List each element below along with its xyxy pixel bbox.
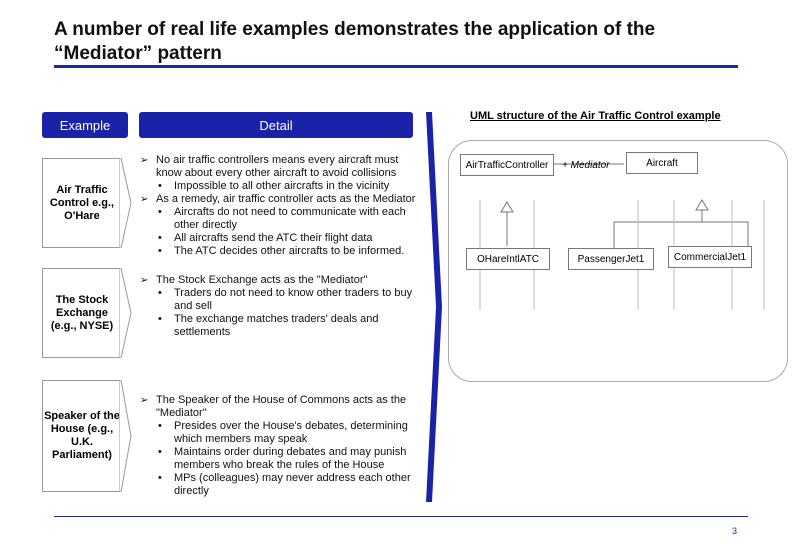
example-label-speaker: Speaker of the House (e.g., U.K. Parliam… [42, 380, 121, 492]
uml-class-aircraft: Aircraft [626, 152, 698, 174]
uml-class-ohare-atc: OHareIntlATC [466, 248, 550, 270]
example-label-air-traffic: Air Traffic Control e.g., O'Hare [42, 158, 121, 248]
inheritance-arrow [500, 201, 514, 213]
uml-class-commercial-jet: CommercialJet1 [668, 246, 752, 268]
detail-subpoint: Presides over the House's debates, deter… [140, 420, 418, 446]
row-chevron [119, 268, 132, 358]
detail-subpoint: Aircrafts do not need to communicate wit… [140, 206, 418, 232]
example-label-stock-exchange: The Stock Exchange (e.g., NYSE) [42, 268, 121, 358]
example-label-text: Air Traffic Control e.g., O'Hare [49, 183, 115, 222]
detail-subpoint: The ATC decides other aircrafts to be in… [140, 245, 418, 258]
detail-subpoint: Maintains order during debates and may p… [140, 446, 418, 472]
uml-class-air-traffic-controller: AirTrafficController [460, 154, 554, 176]
detail-point: The Stock Exchange acts as the "Mediator… [140, 274, 418, 287]
row-chevron [119, 158, 132, 248]
uml-association-label: + Mediator [562, 160, 610, 171]
example-label-text: Speaker of the House (e.g., U.K. Parliam… [44, 410, 120, 461]
title-rule [54, 65, 738, 68]
uml-title: UML structure of the Air Traffic Control… [470, 110, 721, 122]
uml-frame [448, 140, 788, 382]
detail-point: The Speaker of the House of Commons acts… [140, 394, 418, 420]
detail-air-traffic: No air traffic controllers means every a… [140, 154, 418, 258]
example-label-text: The Stock Exchange (e.g., NYSE) [50, 293, 114, 332]
example-header: Example [42, 112, 128, 138]
detail-point: As a remedy, air traffic controller acts… [140, 193, 418, 206]
page-title: A number of real life examples demonstra… [54, 19, 656, 64]
detail-subpoint: Impossible to all other aircrafts in the… [140, 180, 418, 193]
detail-subpoint: All aircrafts send the ATC their flight … [140, 232, 418, 245]
detail-subpoint: The exchange matches traders' deals and … [140, 313, 418, 339]
column-divider [426, 112, 442, 502]
detail-header: Detail [139, 112, 413, 138]
row-chevron [119, 380, 132, 492]
detail-stock-exchange: The Stock Exchange acts as the "Mediator… [140, 274, 418, 339]
inheritance-line [613, 221, 702, 248]
footer-rule [54, 516, 748, 517]
inheritance-arrow [695, 199, 709, 211]
uml-class-passenger-jet: PassengerJet1 [568, 248, 654, 270]
page-number: 3 [732, 526, 738, 536]
detail-point: No air traffic controllers means every a… [140, 154, 418, 180]
detail-subpoint: Traders do not need to know other trader… [140, 287, 418, 313]
detail-speaker: The Speaker of the House of Commons acts… [140, 394, 418, 498]
detail-subpoint: MPs (colleagues) may never address each … [140, 472, 418, 498]
